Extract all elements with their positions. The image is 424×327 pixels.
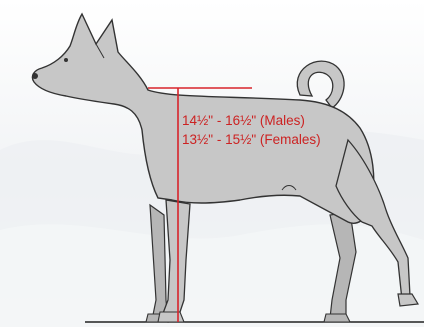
height-label: 14½" - 16½" (Males) 13½" - 15½" (Females…	[182, 111, 321, 149]
background-mist	[0, 224, 424, 327]
near-front-paw	[158, 312, 184, 322]
dog-eye	[64, 58, 68, 62]
far-hind-paw	[324, 314, 350, 322]
dog-nose	[32, 73, 38, 79]
height-females-label: 13½" - 15½" (Females)	[182, 130, 321, 149]
height-males-label: 14½" - 16½" (Males)	[182, 111, 321, 130]
